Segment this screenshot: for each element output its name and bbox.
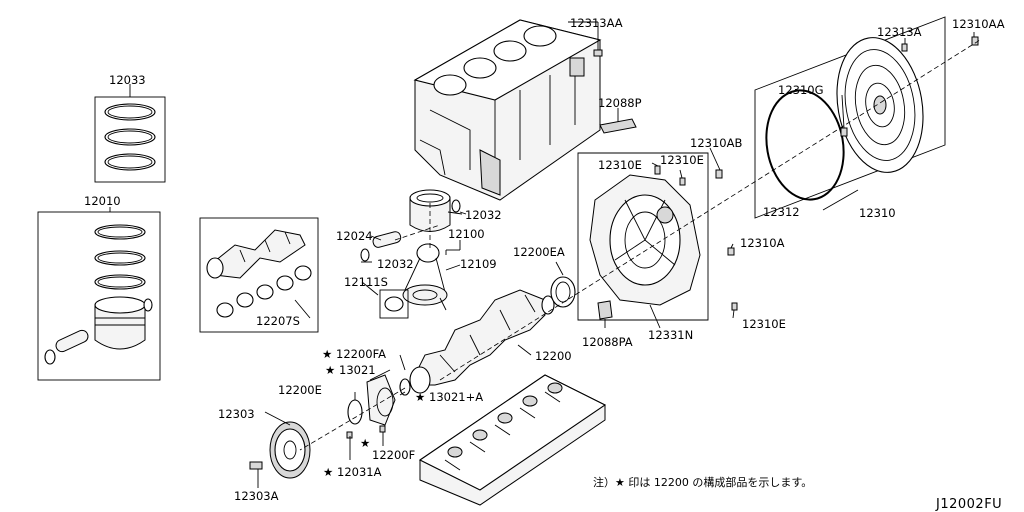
label-13021a: 13021+A — [429, 390, 483, 404]
label-12207s: 12207S — [256, 314, 300, 328]
ring-gear-12312 — [765, 89, 845, 201]
star-12031a: ★ — [323, 465, 333, 479]
label-12310ab: 12310AB — [690, 136, 742, 150]
front-axis-line — [299, 387, 406, 451]
drive-plate-12310 — [836, 37, 924, 173]
connecting-rod-12100 — [402, 243, 448, 311]
star-13021: ★ — [325, 363, 335, 377]
bolt-12310a — [727, 247, 735, 256]
crank-pulley-12303 — [269, 421, 311, 479]
label-12088p: 12088P — [598, 96, 642, 110]
bolt-12310g — [840, 127, 848, 137]
label-12310e-c: 12310E — [742, 317, 786, 331]
label-12200: 12200 — [535, 349, 572, 363]
sprocket-13021a — [399, 378, 411, 396]
cylinder-block — [413, 19, 602, 201]
label-12313a: 12313A — [877, 25, 922, 39]
lower-crankcase — [418, 374, 607, 506]
bolt-12310e-c — [731, 302, 738, 311]
crankshaft-12200 — [409, 289, 555, 394]
bolt-12313a — [901, 43, 908, 52]
label-12310e-a: 12310E — [598, 158, 642, 172]
label-12200ea: 12200EA — [513, 245, 565, 259]
main-bearings-12207s — [216, 265, 312, 318]
seal-12088pa — [597, 300, 613, 320]
timing-plate-13021 — [366, 374, 396, 426]
star-13021a: ★ — [415, 390, 425, 404]
star-12200f: ★ — [360, 436, 370, 450]
label-12310e-b: 12310E — [660, 153, 704, 167]
piston-rings-12033 — [104, 103, 156, 171]
label-12312: 12312 — [763, 205, 800, 219]
label-12111s: 12111S — [344, 275, 388, 289]
key-12031a — [346, 431, 353, 439]
piston-assembly-box — [37, 211, 161, 381]
crankshaft-small — [206, 229, 306, 279]
seal-strip-12088p — [599, 118, 637, 134]
bolt-12310aa — [971, 36, 979, 46]
front-oil-seal-12200e — [347, 399, 363, 425]
rear-plate-12331n — [589, 174, 701, 306]
component-note: 注）★ 印は 12200 の構成部品を示します。 — [593, 475, 812, 489]
label-12010: 12010 — [84, 194, 121, 208]
label-12109: 12109 — [460, 257, 497, 271]
piston-pin-12024 — [360, 231, 402, 262]
piston-assembly-12010 — [44, 224, 153, 365]
bolt-12310e-b — [679, 177, 686, 186]
label-12032-a: 12032 — [465, 208, 502, 222]
label-12303: 12303 — [218, 407, 255, 421]
crankshaft-bearing-box — [199, 217, 319, 333]
label-13021: 13021 — [339, 363, 376, 377]
piston-center — [409, 189, 461, 232]
label-12031a: 12031A — [337, 465, 382, 479]
label-12310a: 12310A — [740, 236, 785, 250]
rear-plate-box — [577, 152, 709, 321]
label-12303a: 12303A — [234, 489, 279, 503]
star-12200fa: ★ — [322, 347, 332, 361]
pulley-bolt-12303a — [249, 461, 263, 470]
label-12024: 12024 — [336, 229, 373, 243]
label-12032-b: 12032 — [377, 257, 414, 271]
key-12200f — [379, 425, 386, 433]
label-12313aa: 12313AA — [570, 16, 623, 30]
label-12033: 12033 — [109, 73, 146, 87]
bolt-12310ab — [715, 169, 723, 179]
label-12100: 12100 — [448, 227, 485, 241]
label-12200f: 12200F — [372, 448, 415, 462]
label-12310: 12310 — [859, 206, 896, 220]
rod-bearing-12111s — [379, 289, 409, 319]
bolt-12310e-a — [654, 165, 661, 175]
label-12310aa: 12310AA — [952, 17, 1005, 31]
label-12310g: 12310G — [778, 83, 824, 97]
rear-oil-seal-12200ea — [550, 276, 576, 308]
label-12200e: 12200E — [278, 383, 322, 397]
center-axis-line — [439, 39, 981, 381]
label-12200fa: 12200FA — [336, 347, 386, 361]
diagram-code: J12002FU — [935, 497, 1002, 512]
label-12088pa: 12088PA — [582, 335, 633, 349]
label-12331n: 12331N — [648, 328, 693, 342]
